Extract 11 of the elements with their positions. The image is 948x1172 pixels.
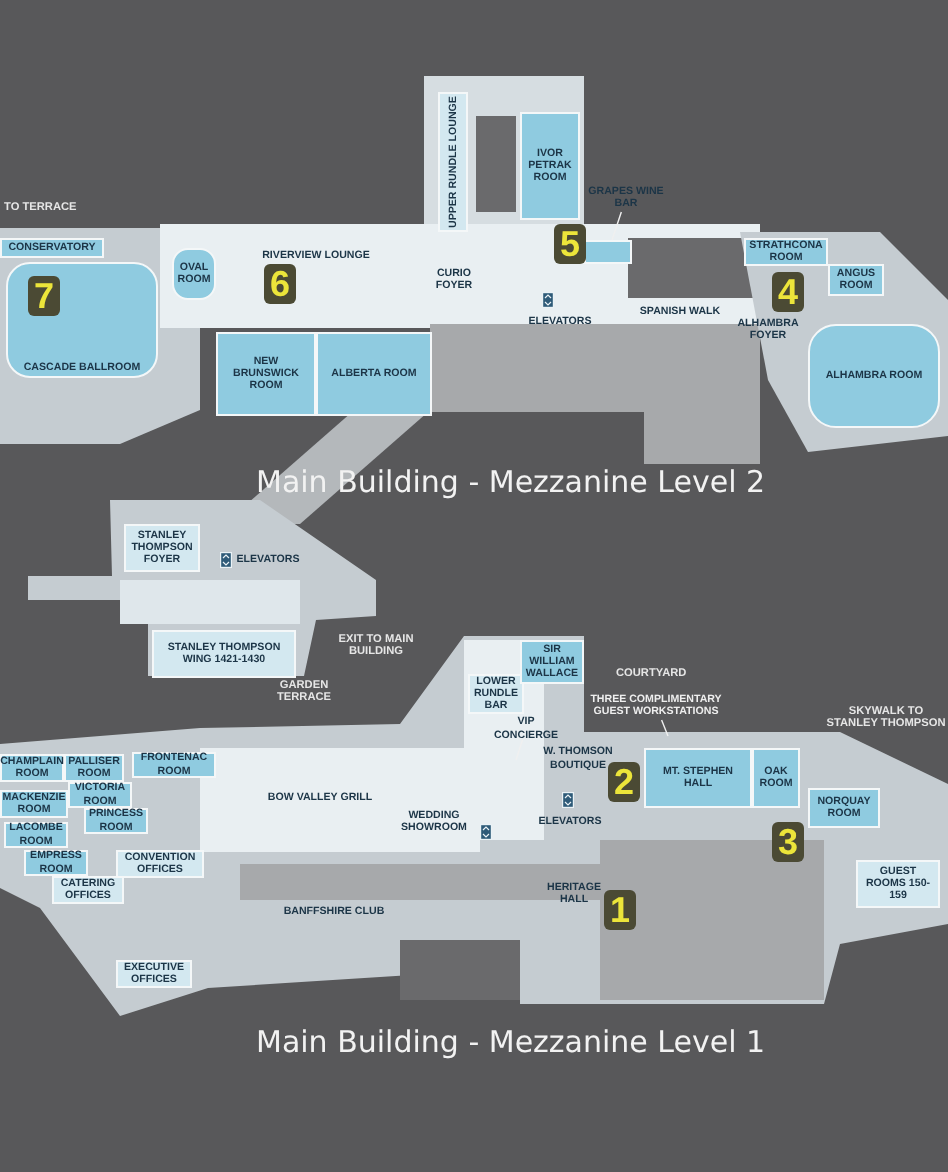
callout-number: 5 [554,224,587,264]
floor-heading: Main Building - Mezzanine Level 1 [256,1024,766,1060]
room [584,240,632,264]
callout-number: 6 [264,264,297,304]
callout-number: 4 [772,272,805,312]
callout-number: 3 [772,822,805,862]
callout-number: 2 [608,762,641,802]
callout-number: 1 [604,890,637,930]
leader-line [660,719,669,737]
leader-line [611,211,623,241]
callout-number: 7 [28,276,61,316]
